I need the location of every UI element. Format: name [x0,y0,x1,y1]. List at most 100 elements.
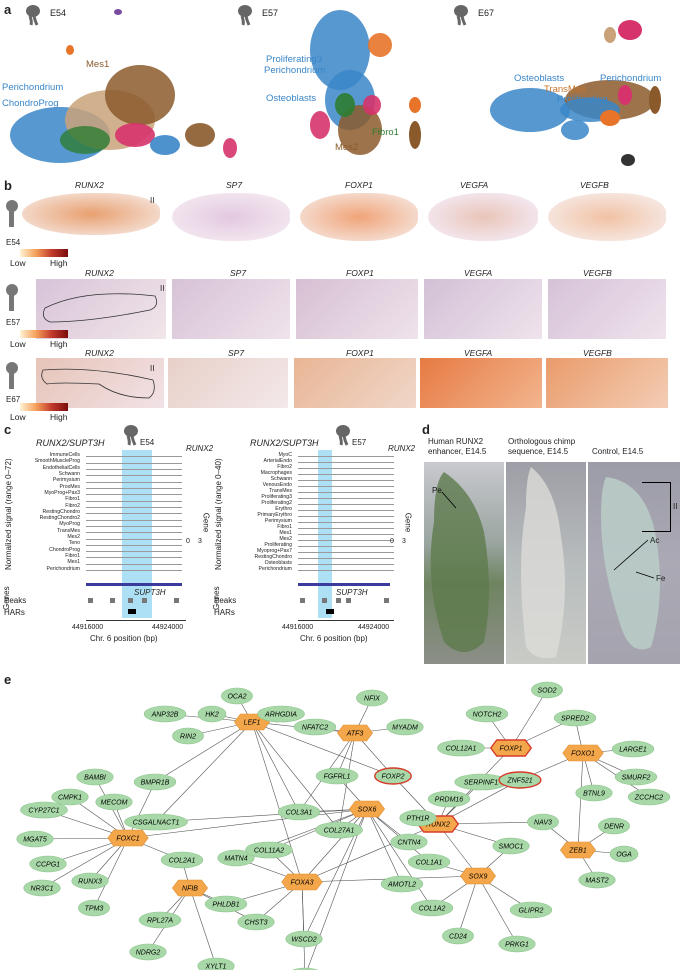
embryo-icon [6,200,18,227]
node-anp32b: ANP32B [143,705,187,723]
svg-text:SMURF2: SMURF2 [622,775,651,782]
gene-name: SUPT3H [336,588,368,597]
har-mark [128,609,136,614]
gene-label-foxp1: FOXP1 [346,268,374,278]
svg-text:BMPR1B: BMPR1B [141,780,170,787]
svg-text:NOTCH2: NOTCH2 [473,712,502,719]
svg-text:NFIX: NFIX [364,696,380,703]
network-edge [251,721,303,883]
umap-title-e57: E57 [262,8,279,18]
node-prdm16: PRDM16 [427,790,471,808]
node-tpm3: TPM3 [78,899,110,917]
svg-text:ZEB1: ZEB1 [568,848,587,855]
svg-text:SOX6: SOX6 [358,807,377,814]
track-cell-label: EndothelialCells [42,464,80,471]
svg-text:RIN2: RIN2 [180,734,196,741]
track-cell-label: TransMes [57,527,80,534]
svg-text:CD24: CD24 [449,934,467,941]
track-cell-label: Fibro2 [65,502,80,509]
umap-e54 [10,9,237,163]
network-edge [251,721,340,831]
track-baseline [298,540,394,542]
network-edge [301,881,306,970]
track-cell-label: Schwann [58,470,80,477]
network-edge [510,689,548,749]
svg-text:TPM3: TPM3 [85,906,104,913]
panel-label-a: a [4,2,12,17]
track-baseline [86,462,182,464]
node-notch2: NOTCH2 [465,705,509,723]
gene-label-runx2: RUNX2 [85,348,114,358]
node-col12a1: COL12A1 [437,739,485,757]
svg-text:CCPG1: CCPG1 [36,862,60,869]
x-axis-label: Chr. 6 position (bp) [300,634,368,643]
node-col2a1: COL2A1 [160,851,204,869]
svg-text:FOXP2: FOXP2 [382,774,405,781]
spatial-spot-map [294,358,416,408]
stage-label-e54: E54 [6,238,21,247]
gene-label-foxp1: FOXP1 [345,180,373,190]
node-zeb1: ZEB1 [560,841,596,859]
x-tick: 44924000 [152,624,184,631]
scale-low-label: Low [10,339,26,349]
node-zcchc2: ZCCHC2 [627,788,671,806]
x-axis [298,620,394,621]
svg-text:DENR: DENR [604,824,624,831]
gene-name: SUPT3H [134,588,166,597]
network-edge [155,721,253,823]
embryo-photo-human [424,462,504,664]
node-cyp27c1: CYP27C1 [20,801,68,819]
node-nfatc2: NFATC2 [293,718,337,736]
svg-text:SOD2: SOD2 [537,688,556,695]
track-cell-label: Proliferating2 [261,500,292,506]
node-hk2: HK2 [197,705,227,723]
svg-text:COL12A1: COL12A1 [446,746,477,753]
svg-text:CMPK1: CMPK1 [58,795,82,802]
track-cell-label: Teno [68,540,80,547]
node-smurf2: SMURF2 [614,768,658,786]
svg-text:WSCD2: WSCD2 [291,937,316,944]
panel-label-e: e [4,672,12,687]
svg-text:FOXA3: FOXA3 [291,880,314,887]
svg-text:CHST3: CHST3 [245,920,268,927]
track-gene-right: RUNX2 [186,444,214,453]
svg-text:ANP32B: ANP32B [151,712,179,719]
track-baseline [86,481,182,483]
track-cell-label: Perichondrium [258,566,292,572]
track-baseline [86,506,182,508]
network-edge [93,837,129,909]
track-gene-right: RUNX2 [388,444,416,453]
gene-label-sp7: SP7 [230,268,247,278]
svg-text:RUNX3: RUNX3 [78,879,102,886]
spatial-spot-map [36,279,166,339]
track-cell-label: Proliferating [264,542,292,548]
region-marker-ii: II [150,364,155,373]
node-cd24: CD24 [442,927,474,945]
panel-label-b: b [4,178,12,193]
network-edge [41,837,129,889]
spatial-spot-map [168,358,288,408]
node-amotl2: AMOTL2 [380,875,424,893]
x-tick: 44916000 [282,624,314,631]
track-cell-label: Schwann [270,476,292,482]
gene-label-vegfb: VEGFB [583,268,612,278]
region-outline [42,293,158,323]
umap-plots [10,9,661,166]
track-baseline [86,488,182,489]
track-cell-label: RestingChondro [42,508,81,515]
track-baseline [298,528,394,530]
svg-text:MYADM: MYADM [392,725,418,732]
node-prkg1: PRKG1 [498,935,536,953]
stage-label-e67: E67 [6,395,21,404]
node-mast2: MAST2 [578,871,616,889]
node-nav3: NAV3 [527,813,559,831]
svg-text:FOXP1: FOXP1 [500,746,523,753]
color-scale-bar [20,403,68,411]
svg-text:LARGE1: LARGE1 [619,747,647,754]
track-title: RUNX2/SUPT3H [250,438,319,448]
hars-label: HARs [214,608,235,617]
node-mecom: MECOM [95,793,133,811]
track-cell-label: Mes2 [67,534,80,541]
embryo-icon [124,425,138,446]
